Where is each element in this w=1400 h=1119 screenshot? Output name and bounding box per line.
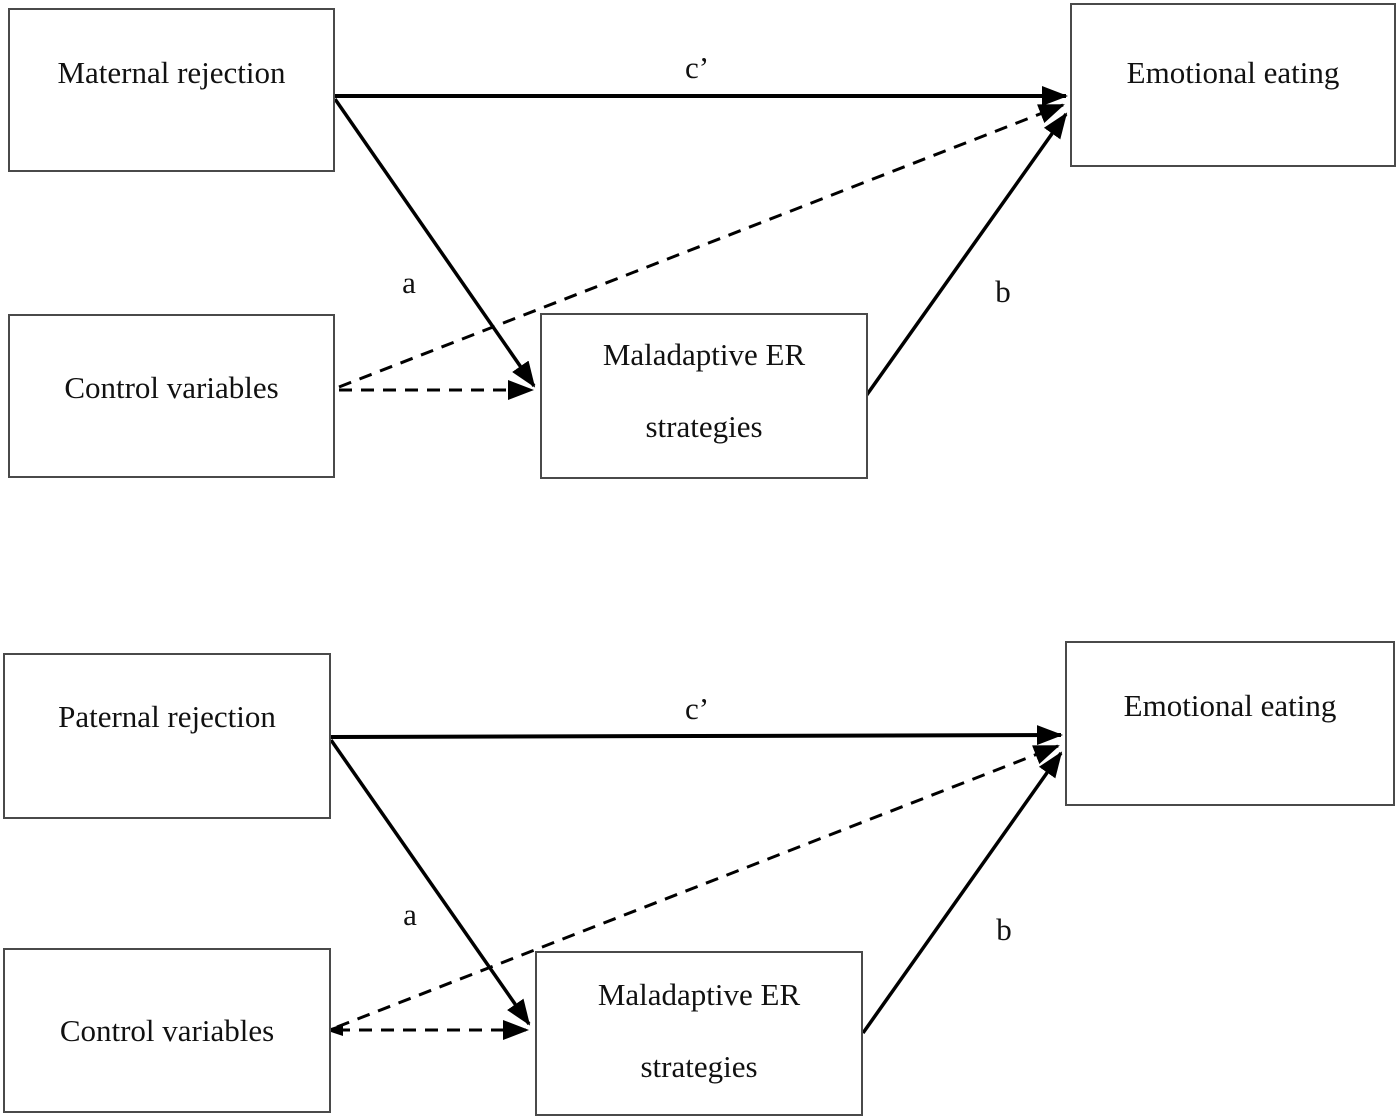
node-control-variables-top-label: Control variables xyxy=(64,370,279,406)
panel1-label-b: b xyxy=(995,274,1011,309)
panel2-control-outcome-dashed-arrow xyxy=(336,744,1060,1029)
panel2-path-b-arrow xyxy=(861,751,1063,1035)
panel1-control-outcome-dashed-arrow xyxy=(338,103,1065,389)
panel2-label-b: b xyxy=(996,912,1012,947)
panel2-label-a: a xyxy=(403,897,417,932)
panel2-path-a-arrow xyxy=(329,738,531,1026)
node-emotional-eating-top: Emotional eating xyxy=(1070,3,1396,167)
node-paternal-rejection: Paternal rejection xyxy=(3,653,331,819)
node-maladaptive-er-top-line2: strategies xyxy=(645,409,763,444)
node-emotional-eating-top-label: Emotional eating xyxy=(1126,55,1340,91)
panel2-path-c-prime-arrow xyxy=(330,725,1063,746)
panel1-label-c-prime: c’ xyxy=(685,50,709,85)
panel1-label-a: a xyxy=(402,265,416,300)
panel1-path-a-arrow xyxy=(333,98,536,388)
panel2-label-c-prime: c’ xyxy=(685,691,709,726)
node-maladaptive-er-bottom-line1: Maladaptive ER xyxy=(597,977,801,1012)
node-maternal-rejection-label: Maternal rejection xyxy=(57,55,286,91)
panel1-path-b-arrow xyxy=(864,112,1068,398)
node-maternal-rejection: Maternal rejection xyxy=(8,8,335,172)
node-maladaptive-er-top-line1: Maladaptive ER xyxy=(602,337,806,372)
node-paternal-rejection-label: Paternal rejection xyxy=(58,699,276,735)
node-control-variables-top: Control variables xyxy=(8,314,335,478)
node-maladaptive-er-bottom: Maladaptive ER strategies xyxy=(535,951,863,1116)
node-maladaptive-er-top: Maladaptive ER strategies xyxy=(540,313,868,479)
node-emotional-eating-bottom-label: Emotional eating xyxy=(1123,687,1337,723)
node-control-variables-bottom-label: Control variables xyxy=(59,1012,275,1048)
node-control-variables-bottom: Control variables xyxy=(3,948,331,1113)
node-emotional-eating-bottom: Emotional eating xyxy=(1065,641,1395,806)
node-maladaptive-er-bottom-line2: strategies xyxy=(640,1049,758,1084)
